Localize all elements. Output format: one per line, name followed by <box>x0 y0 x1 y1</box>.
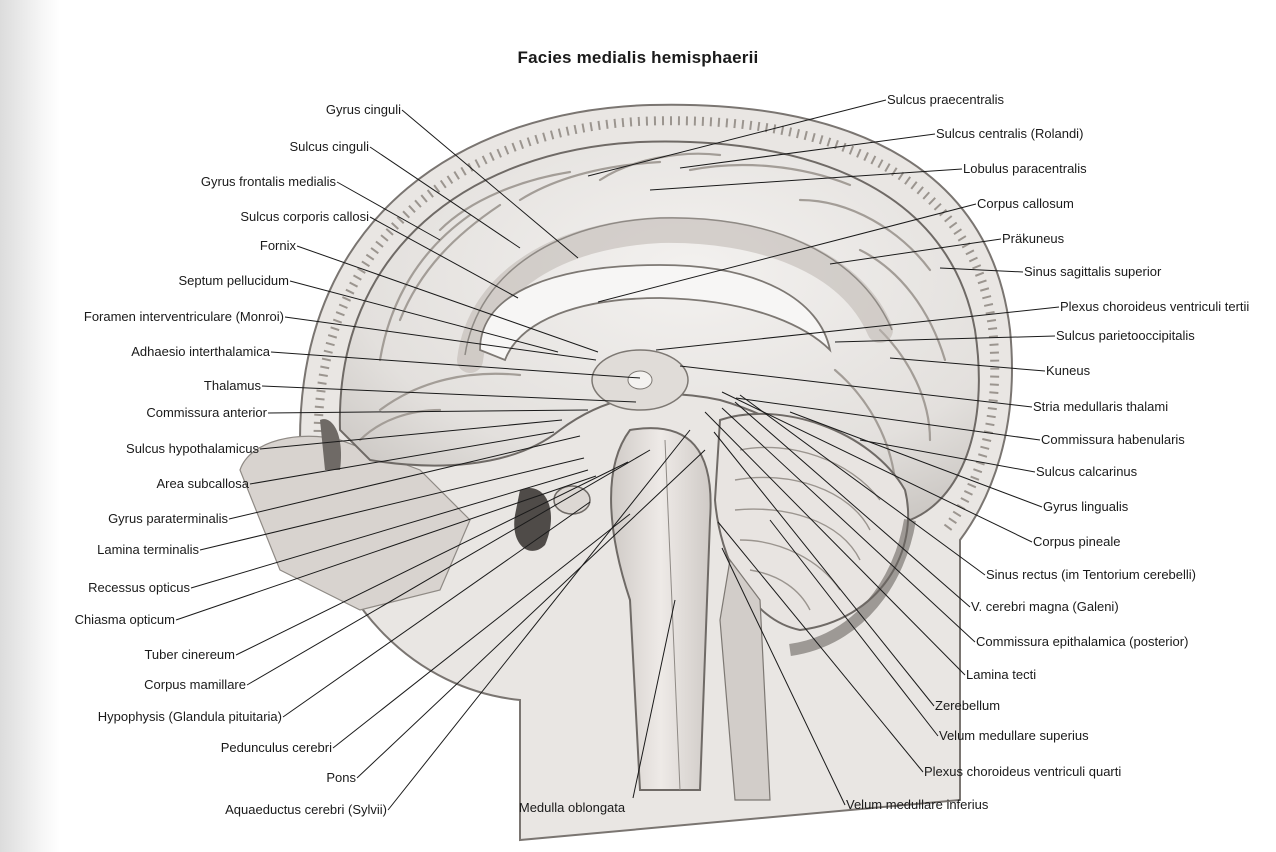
label-area-subcallosa: Area subcallosa <box>157 476 250 492</box>
label-lobulus-paracentralis: Lobulus paracentralis <box>963 161 1087 177</box>
label-pons: Pons <box>326 770 356 786</box>
label-commissura-habenularis: Commissura habenularis <box>1041 432 1185 448</box>
label-velum-medullare-inferius: Velum medullare inferius <box>846 797 988 813</box>
label-chiasma-opticum: Chiasma opticum <box>75 612 175 628</box>
label-lamina-tecti: Lamina tecti <box>966 667 1036 683</box>
label-sulcus-centralis: Sulcus centralis (Rolandi) <box>936 126 1083 142</box>
label-gyrus-frontalis-medialis: Gyrus frontalis medialis <box>201 174 336 190</box>
label-zerebellum: Zerebellum <box>935 698 1000 714</box>
label-gyrus-paraterminalis: Gyrus paraterminalis <box>108 511 228 527</box>
label-sulcus-praecentralis: Sulcus praecentralis <box>887 92 1004 108</box>
label-tuber-cinereum: Tuber cinereum <box>144 647 235 663</box>
label-velum-medullare-superius: Velum medullare superius <box>939 728 1089 744</box>
label-foramen-interventriculare: Foramen interventriculare (Monroi) <box>84 309 284 325</box>
label-septum-pellucidum: Septum pellucidum <box>178 273 289 289</box>
label-v-cerebri-magna: V. cerebri magna (Galeni) <box>971 599 1119 615</box>
label-sulcus-parietooccipitalis: Sulcus parietooccipitalis <box>1056 328 1195 344</box>
label-plexus-choroideus-quarti: Plexus choroideus ventriculi quarti <box>924 764 1121 780</box>
label-sinus-rectus: Sinus rectus (im Tentorium cerebelli) <box>986 567 1196 583</box>
label-gyrus-cinguli: Gyrus cinguli <box>326 102 401 118</box>
label-corpus-mamillare: Corpus mamillare <box>144 677 246 693</box>
label-adhaesio-interthalamica: Adhaesio interthalamica <box>131 344 270 360</box>
label-aquaeductus-cerebri: Aquaeductus cerebri (Sylvii) <box>225 802 387 818</box>
label-sulcus-calcarinus: Sulcus calcarinus <box>1036 464 1137 480</box>
label-fornix: Fornix <box>260 238 296 254</box>
label-plexus-choroideus-tertii: Plexus choroideus ventriculi tertii <box>1060 299 1249 315</box>
label-gyrus-lingualis: Gyrus lingualis <box>1043 499 1128 515</box>
label-lamina-terminalis: Lamina terminalis <box>97 542 199 558</box>
label-praekuneus: Präkuneus <box>1002 231 1064 247</box>
label-sinus-sagittalis-superior: Sinus sagittalis superior <box>1024 264 1161 280</box>
label-sulcus-cinguli: Sulcus cinguli <box>290 139 370 155</box>
label-commissura-epithalamica: Commissura epithalamica (posterior) <box>976 634 1188 650</box>
label-pedunculus-cerebri: Pedunculus cerebri <box>221 740 332 756</box>
label-stria-medullaris-thalami: Stria medullaris thalami <box>1033 399 1168 415</box>
label-kuneus: Kuneus <box>1046 363 1090 379</box>
label-recessus-opticus: Recessus opticus <box>88 580 190 596</box>
label-corpus-pineale: Corpus pineale <box>1033 534 1120 550</box>
label-sulcus-hypothalamicus: Sulcus hypothalamicus <box>126 441 259 457</box>
label-hypophysis: Hypophysis (Glandula pituitaria) <box>98 709 282 725</box>
label-commissura-anterior: Commissura anterior <box>146 405 267 421</box>
hypophysis-shape <box>554 486 590 514</box>
label-corpus-callosum: Corpus callosum <box>977 196 1074 212</box>
label-sulcus-corporis-callosi: Sulcus corporis callosi <box>240 209 369 225</box>
label-thalamus: Thalamus <box>204 378 261 394</box>
label-medulla-oblongata: Medulla oblongata <box>519 800 625 816</box>
